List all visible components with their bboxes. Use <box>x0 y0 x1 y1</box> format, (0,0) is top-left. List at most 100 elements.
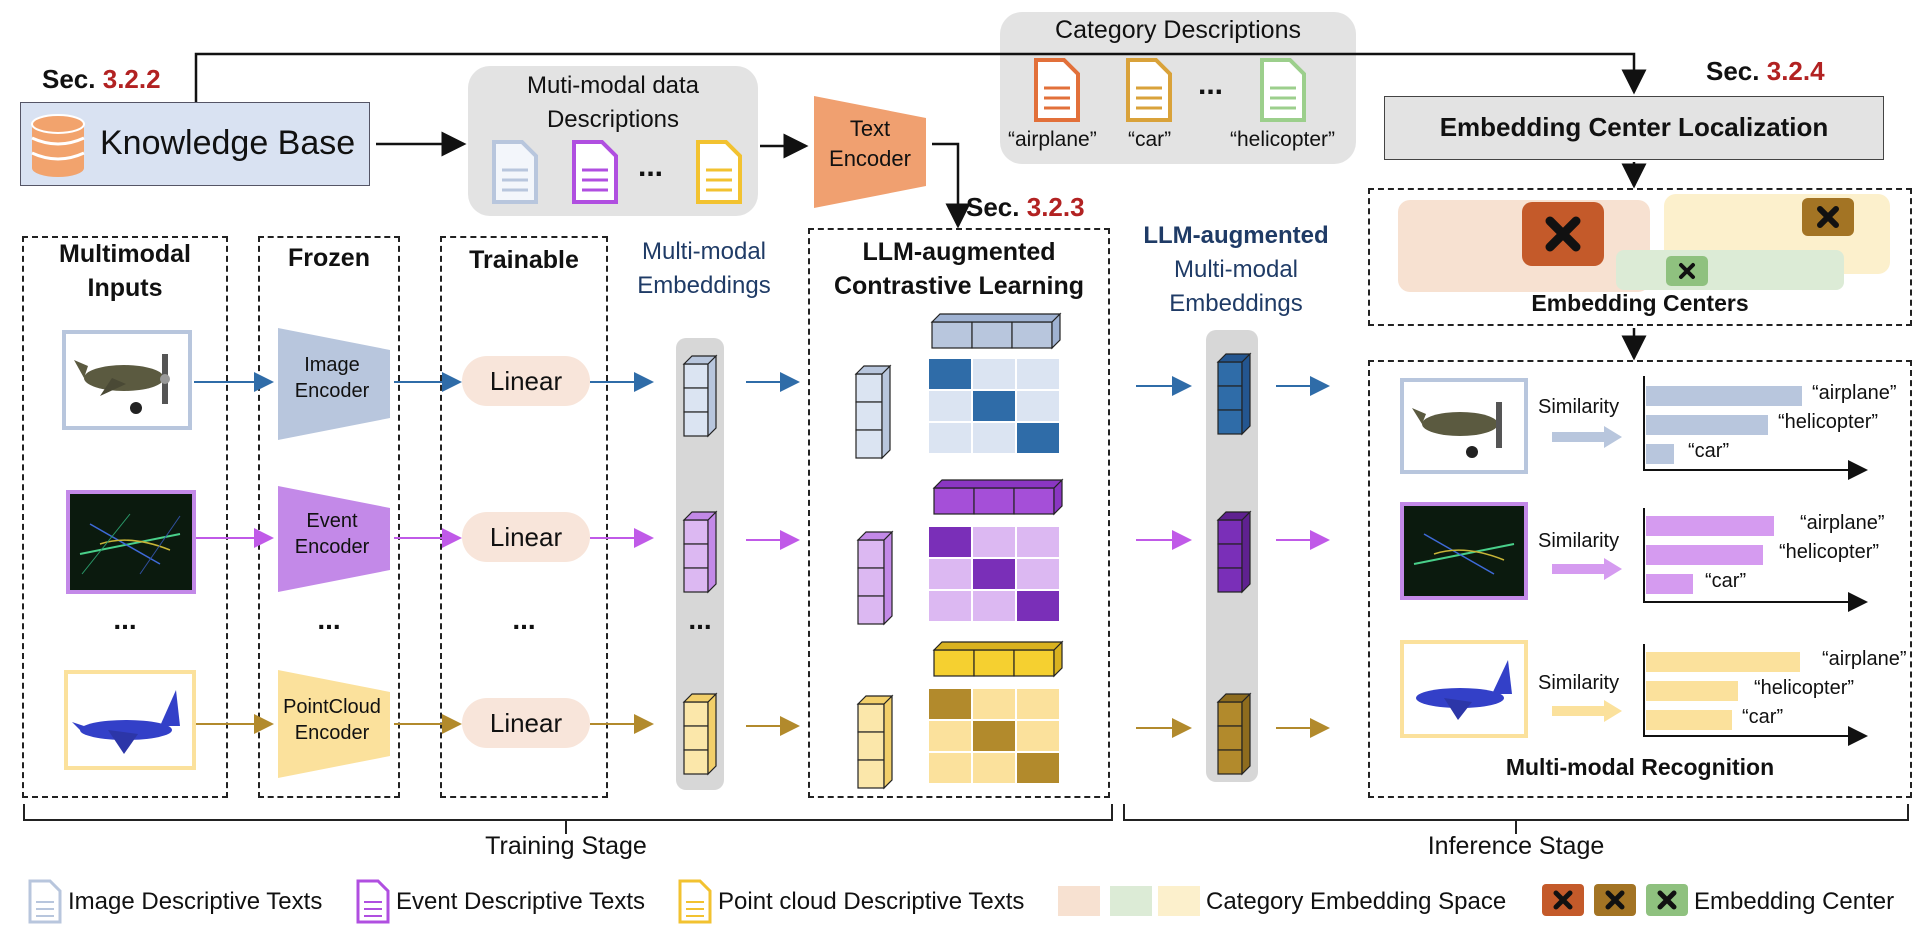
description-doc-icons <box>492 140 742 204</box>
legend-space-helicopter <box>1110 886 1152 916</box>
descriptions-title-2: Descriptions <box>546 106 680 133</box>
category-doc-icons <box>1034 58 1306 122</box>
inputs-title-2: Inputs <box>87 274 163 302</box>
emb-title-2: Embeddings <box>637 272 771 299</box>
aug-title-1: LLM-augmented <box>1143 222 1329 249</box>
similarity-bar-label: “airplane” <box>1812 382 1897 404</box>
contrastive-cube-event <box>856 530 894 626</box>
legend-point-label: Point cloud Descriptive Texts <box>718 888 1025 915</box>
embedding-centers-box <box>1368 188 1912 326</box>
similarity-bar-label: “car” <box>1742 706 1784 728</box>
center-car-icon <box>1802 198 1854 236</box>
category-car: “car” <box>1128 128 1172 151</box>
similarity-matrix-pointcloud <box>928 688 1061 784</box>
legend-center-helicopter-icon <box>1646 884 1688 916</box>
recognition-title: Multi-modal Recognition <box>1505 754 1775 780</box>
legend-image-doc-icon <box>28 879 62 924</box>
embedding-cube-image <box>682 354 718 438</box>
frozen-ellipsis: ... <box>317 604 341 635</box>
space-helicopter <box>1616 250 1844 290</box>
legend-center-label: Embedding Center <box>1694 888 1895 915</box>
event-encoder-label-2: Encoder <box>294 536 370 558</box>
legend-event-doc-icon <box>356 879 390 924</box>
category-helicopter: “helicopter” <box>1230 128 1336 151</box>
inputs-title-1: Multimodal <box>59 240 191 268</box>
image-encoder-label-1: Image <box>304 354 360 376</box>
embedding-centers-label: Embedding Centers <box>1531 290 1749 316</box>
similarity-arrow-3 <box>1552 700 1622 722</box>
similarity-label-1: Similarity <box>1538 396 1620 418</box>
similarity-arrow-2 <box>1552 558 1622 580</box>
frozen-box <box>258 236 400 798</box>
augmented-cube-pointcloud <box>1216 692 1252 776</box>
emb-title-1: Multi-modal <box>641 238 767 265</box>
contrastive-cube-image <box>854 364 892 460</box>
event-image-thumbnail <box>66 490 196 594</box>
similarity-bar <box>1646 681 1738 701</box>
legend-center-airplane-icon <box>1542 884 1584 916</box>
llm-title-2: Contrastive Learning <box>833 272 1085 300</box>
text-encoder-label-2: Encoder <box>829 146 911 171</box>
text-embedding-bar-pointcloud <box>932 640 1064 678</box>
embedding-cube-pointcloud <box>682 692 718 776</box>
sec-3-2-2: Sec. 3.2.2 <box>42 64 161 94</box>
inputs-ellipsis: ... <box>113 604 137 635</box>
similarity-bar <box>1646 516 1774 536</box>
rec-pointcloud-thumbnail <box>1400 640 1528 738</box>
image-encoder-label-2: Encoder <box>294 380 370 402</box>
category-airplane: “airplane” <box>1008 128 1097 151</box>
linear-event: Linear <box>462 512 590 562</box>
frozen-title: Frozen <box>288 244 370 272</box>
similarity-bar-label: “airplane” <box>1822 648 1907 670</box>
contrastive-cube-pointcloud <box>856 694 894 790</box>
sec-3-2-3: Sec. 3.2.3 <box>966 192 1085 222</box>
ecl-box <box>1384 96 1884 160</box>
point-doc-icon <box>696 140 742 204</box>
similarity-bar <box>1646 545 1763 565</box>
similarity-bar-label: “helicopter” <box>1754 677 1855 699</box>
llm-box <box>808 228 1110 798</box>
rec-airplane-thumbnail <box>1400 378 1528 474</box>
text-encoder-label-1: Text <box>849 116 891 141</box>
legend-center-car-icon <box>1594 884 1636 916</box>
augmented-cube-image <box>1216 352 1252 436</box>
database-icon <box>31 114 85 177</box>
llm-title-1: LLM-augmented <box>862 238 1056 266</box>
legend-image-label: Image Descriptive Texts <box>68 888 323 915</box>
event-doc-icon <box>572 140 618 204</box>
pointcloud-encoder-label-2: Encoder <box>294 722 370 744</box>
similarity-bar-label: “helicopter” <box>1778 411 1879 433</box>
similarity-bar-label: “car” <box>1688 440 1730 462</box>
similarity-matrix-image <box>928 358 1061 454</box>
inference-stage-label: Inference Stage <box>1427 832 1605 860</box>
category-descriptions-title: Category Descriptions <box>1055 16 1301 44</box>
pointcloud-thumbnail <box>64 670 196 770</box>
car-doc-icon <box>1126 58 1172 122</box>
similarity-bar <box>1646 652 1800 672</box>
center-airplane-icon <box>1522 202 1604 266</box>
legend-space-label: Category Embedding Space <box>1206 888 1507 915</box>
similarity-bar-label: “airplane” <box>1800 512 1885 534</box>
similarity-bar <box>1646 386 1802 406</box>
legend-space-airplane <box>1058 886 1100 916</box>
rec-event-thumbnail <box>1400 502 1528 600</box>
legend-event-label: Event Descriptive Texts <box>396 888 645 915</box>
pointcloud-encoder-label-1: PointCloud <box>283 696 381 718</box>
similarity-label-3: Similarity <box>1538 672 1620 694</box>
legend-space-car <box>1158 886 1200 916</box>
image-doc-icon <box>492 140 538 204</box>
knowledge-base-label: Knowledge Base <box>100 124 356 162</box>
augmented-cube-event <box>1216 510 1252 594</box>
text-embedding-bar-event <box>932 478 1064 516</box>
category-ellipsis: ... <box>1198 68 1224 101</box>
text-encoder-shape <box>814 96 926 208</box>
similarity-bar <box>1646 444 1674 464</box>
inputs-box <box>22 236 228 798</box>
ecl-label: Embedding Center Localization <box>1439 112 1829 142</box>
sec-3-2-4: Sec. 3.2.4 <box>1706 56 1825 86</box>
trainable-box <box>440 236 608 798</box>
similarity-bar <box>1646 574 1693 594</box>
image-encoder-shape <box>278 328 390 440</box>
descriptions-title-1: Muti-modal data <box>526 72 700 99</box>
